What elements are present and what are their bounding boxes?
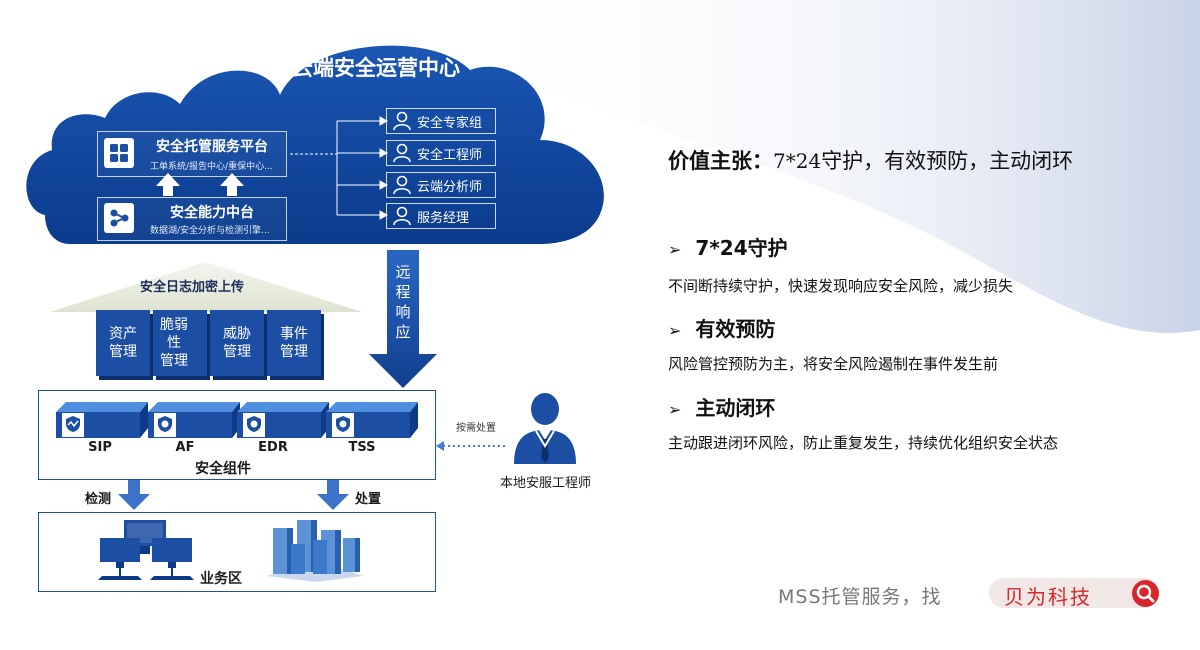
- pillar-line: 威胁: [223, 326, 251, 342]
- user-icon: [393, 206, 411, 226]
- role-service-manager[interactable]: 服务经理: [386, 203, 496, 229]
- slogan-text: MSS托管服务，找: [778, 586, 942, 608]
- value-text-a: 7*24: [773, 149, 822, 173]
- search-icon: [1136, 584, 1155, 603]
- pillar-line: 事件: [280, 326, 308, 342]
- device-label-tss: TSS: [348, 440, 376, 455]
- engineer-icon[interactable]: [508, 392, 582, 466]
- detect-label: 检测: [85, 492, 112, 507]
- shield-icon: [333, 414, 353, 434]
- role-expert-group[interactable]: 安全专家组: [386, 108, 496, 134]
- shield-icon: [63, 414, 83, 434]
- platform-capability-hub-sub: 数据湖/安全分析与检测引擎...: [150, 226, 270, 236]
- pillar-line: 管理: [109, 344, 137, 360]
- chevron-right-icon: ➢: [668, 400, 682, 419]
- role-cloud-analyst[interactable]: 云端分析师: [386, 172, 496, 198]
- point-desc-closed-loop: 主动跟进闭环风险，防止重复发生，持续优化组织安全状态: [668, 434, 1059, 452]
- point-title-text: 有效预防: [695, 317, 776, 341]
- local-engineer-label: 本地安服工程师: [500, 476, 592, 491]
- device-label-edr: EDR: [258, 440, 288, 455]
- device-row: [56, 402, 418, 438]
- search-button[interactable]: [1132, 580, 1159, 607]
- platform-managed-service-sub: 工单系统/报告中心/重保中心...: [150, 162, 273, 172]
- user-icon: [393, 143, 411, 163]
- point-title-text: 主动闭环: [695, 396, 776, 420]
- monitor-icon: [98, 520, 194, 580]
- platform-managed-service[interactable]: 安全托管服务平台 工单系统/报告中心/重保中心...: [97, 131, 287, 177]
- remote-response-label: 远 程 响 应: [393, 262, 413, 342]
- dispose-arrow: [317, 480, 349, 510]
- point-title-prevention: ➢ 有效预防: [668, 313, 775, 342]
- shield-icon: [155, 414, 175, 434]
- value-text-b: 守护，有效预防，主动闭环: [821, 149, 1074, 173]
- point-title-24x7: ➢ 7*24守护: [668, 232, 788, 261]
- user-icon: [393, 175, 411, 195]
- security-components-title: 安全组件: [195, 461, 251, 477]
- brand-name: 贝为科技: [1004, 585, 1092, 609]
- value-proposition: 价值主张：7*24守护，有效预防，主动闭环: [668, 145, 1073, 175]
- pillar-line: 管理: [223, 344, 251, 360]
- network-icon: [104, 203, 134, 233]
- brand-search-pill[interactable]: [989, 578, 1159, 608]
- cloud-title: 云端安全运营中心: [292, 56, 460, 80]
- chevron-right-icon: ➢: [668, 321, 682, 340]
- dispose-label: 处置: [355, 492, 382, 507]
- value-label: 价值主张：: [668, 149, 773, 173]
- role-label: 服务经理: [417, 210, 470, 226]
- user-icon: [393, 111, 411, 131]
- pillar-incident-management[interactable]: 事件管理: [267, 310, 321, 376]
- pillar-line: 管理: [280, 344, 308, 360]
- role-security-engineer[interactable]: 安全工程师: [386, 140, 496, 166]
- point-desc-prevention: 风险管控预防为主，将安全风险遏制在事件发生前: [668, 355, 999, 373]
- device-label-sip: SIP: [88, 440, 112, 455]
- platform-capability-hub-title: 安全能力中台: [170, 205, 254, 221]
- remote-char: 应: [395, 323, 411, 341]
- business-zone-title: 业务区: [200, 571, 242, 587]
- grid-icon: [104, 138, 134, 168]
- role-label: 安全专家组: [417, 115, 483, 131]
- pillar-asset-management[interactable]: 资产管理: [96, 310, 150, 376]
- detect-arrow: [118, 480, 150, 510]
- point-title-closed-loop: ➢ 主动闭环: [668, 392, 775, 421]
- remote-char: 程: [395, 283, 411, 301]
- platform-capability-hub[interactable]: 安全能力中台 数据湖/安全分析与检测引擎...: [97, 197, 287, 241]
- up-arrows: [156, 173, 244, 196]
- device-label-af: AF: [175, 440, 195, 455]
- point-title-text: 7*24守护: [695, 236, 788, 260]
- pillar-line: 脆弱性: [160, 317, 188, 351]
- point-desc-24x7: 不间断持续守护，快速发现响应安全风险，减少损失: [668, 277, 1014, 295]
- platform-managed-service-title: 安全托管服务平台: [156, 139, 268, 155]
- remote-char: 远: [395, 263, 411, 281]
- remote-char: 响: [395, 303, 411, 321]
- remote-response-arrow: [369, 250, 437, 388]
- role-label: 云端分析师: [417, 179, 483, 195]
- architecture-diagram: [26, 45, 604, 510]
- pillar-threat-management[interactable]: 威胁管理: [210, 310, 264, 376]
- pillar-line: 资产: [109, 326, 137, 342]
- roof-shape: [50, 262, 362, 312]
- chevron-right-icon: ➢: [668, 240, 682, 259]
- pillar-line: 管理: [160, 353, 188, 369]
- server-icon: [267, 520, 363, 582]
- on-demand-label: 按需处置: [456, 423, 496, 434]
- log-upload-label: 安全日志加密上传: [140, 280, 245, 295]
- shield-icon: [244, 414, 264, 434]
- pillar-vulnerability-management[interactable]: 脆弱性管理: [153, 310, 207, 376]
- role-label: 安全工程师: [417, 147, 483, 163]
- cloud-connectors: [290, 116, 389, 220]
